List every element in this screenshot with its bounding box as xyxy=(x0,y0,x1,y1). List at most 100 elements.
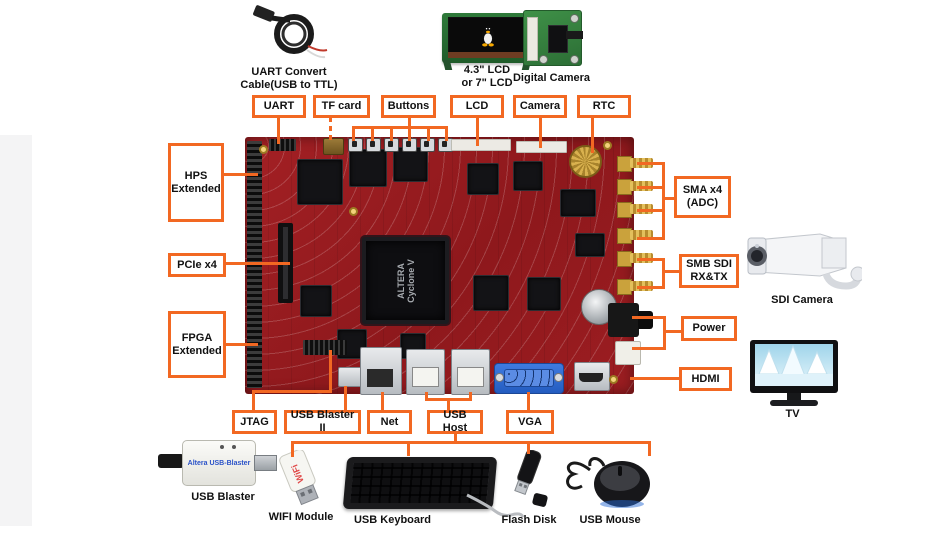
ic-chip xyxy=(297,159,343,205)
tv-caption: TV xyxy=(785,408,800,420)
ic-chip xyxy=(393,147,428,182)
ic-chip xyxy=(467,163,499,195)
side-panel xyxy=(0,135,32,526)
tv-screen xyxy=(755,344,833,386)
camera-sensor-chip xyxy=(548,25,568,53)
line-button-drop xyxy=(445,126,448,141)
rtc-battery xyxy=(569,145,602,178)
ic-chip xyxy=(560,189,596,217)
mounting-hole xyxy=(609,375,618,384)
tv-stand-neck xyxy=(787,393,801,400)
blaster-usb-plug xyxy=(254,455,277,471)
uart-cable-image xyxy=(248,4,330,64)
line-power-bracket xyxy=(663,316,666,350)
power-header xyxy=(615,341,641,365)
ic-chip xyxy=(513,161,543,191)
power-jack xyxy=(608,303,639,337)
line-buttons-rail xyxy=(352,126,448,129)
line-button-drop xyxy=(352,126,355,141)
camera-cable-stub xyxy=(566,31,583,39)
mounting-hole xyxy=(349,207,358,216)
line-rtc xyxy=(591,117,594,153)
line-button-drop xyxy=(408,126,411,141)
line-sma-feed xyxy=(662,197,674,200)
pcb-screw xyxy=(570,55,579,64)
line-periph-drop-flash xyxy=(527,441,530,454)
line-button-drop xyxy=(371,126,374,141)
fpga-chip: ALTERA Cyclone V xyxy=(362,237,449,324)
digital-camera-image xyxy=(523,10,583,66)
usb-port-slot xyxy=(412,367,439,387)
line-sma-bracket xyxy=(662,162,665,240)
hdmi-port-slot xyxy=(579,373,603,382)
line-power-stub xyxy=(632,316,666,319)
line-sma-stub xyxy=(637,186,665,189)
line-hps xyxy=(222,173,258,176)
callout-net: Net xyxy=(367,410,412,434)
line-sma-stub xyxy=(637,162,665,165)
ic-chip xyxy=(349,149,387,187)
power-jack-barrel xyxy=(638,311,653,329)
vga-screw xyxy=(495,373,504,382)
callout-hps-extended: HPS Extended xyxy=(168,143,224,222)
line-power-stub xyxy=(632,347,666,350)
line-hdmi xyxy=(630,377,679,380)
callout-vga: VGA xyxy=(506,410,554,434)
lcd-module-caption: 4.3" LCD or 7" LCD xyxy=(461,64,513,89)
line-fpga xyxy=(224,343,258,346)
blaster-cable xyxy=(158,454,184,468)
callout-camera: Camera xyxy=(513,95,567,118)
uart-cable-caption: UART Convert Cable(USB to TTL) xyxy=(240,66,338,91)
blaster-device-text: Altera USB-Blaster xyxy=(187,459,251,467)
callout-power: Power xyxy=(681,316,737,341)
line-periph-drop-mouse xyxy=(648,441,651,456)
line-jtag-down xyxy=(252,390,255,410)
callout-hdmi: HDMI xyxy=(679,367,732,391)
line-smb-feed xyxy=(662,270,679,273)
vga-port-inner xyxy=(504,369,554,387)
fpga-chip-text: ALTERA Cyclone V xyxy=(395,258,416,303)
push-button xyxy=(420,138,435,152)
pcb-screw xyxy=(539,55,548,64)
wifi-module-caption: WIFI Module xyxy=(268,511,334,523)
uart-header xyxy=(269,139,296,151)
line-usbhost-drop xyxy=(425,392,428,401)
usb-blaster-caption: USB Blaster xyxy=(191,491,255,503)
line-periph-drop-keyboard xyxy=(407,441,410,456)
ic-chip xyxy=(300,285,332,317)
blaster-body: Altera USB-Blaster xyxy=(182,440,256,486)
line-tf-card-dashed xyxy=(329,117,332,143)
callout-pcie-x4: PCIe x4 xyxy=(168,253,226,277)
line-sma-stub xyxy=(637,237,665,240)
ethernet-port-slot xyxy=(367,369,393,387)
line-button-drop xyxy=(427,126,430,141)
ic-chip xyxy=(527,277,561,311)
push-button xyxy=(384,138,399,152)
callout-tf-card: TF card xyxy=(313,95,370,118)
line-power-feed xyxy=(663,330,681,333)
callout-fpga-extended: FPGA Extended xyxy=(168,311,226,378)
jtag-header xyxy=(303,340,347,355)
line-lcd xyxy=(476,117,479,146)
ic-chip xyxy=(473,275,509,311)
callout-usb-blaster-ii: USB Blaster II xyxy=(284,409,361,434)
line-vga xyxy=(527,392,530,410)
line-smb-stub xyxy=(637,286,665,289)
line-usbhost-feed xyxy=(447,398,450,410)
usb-mouse-image xyxy=(560,452,660,510)
sdi-camera-caption: SDI Camera xyxy=(771,294,833,306)
line-usbhost-drop xyxy=(469,392,472,401)
digital-camera-caption: Digital Camera xyxy=(512,72,591,84)
tf-card-slot xyxy=(323,138,344,155)
sdi-camera-image xyxy=(742,230,866,294)
lcd-screen xyxy=(448,17,528,53)
callout-jtag: JTAG xyxy=(232,410,277,434)
fpga-dev-board: ALTERA Cyclone V xyxy=(245,137,653,395)
flash-disk-image xyxy=(503,449,553,510)
line-jtag-across xyxy=(252,390,332,393)
lcd-connector xyxy=(451,139,511,151)
line-sma-stub xyxy=(637,209,665,212)
mounting-hole xyxy=(259,145,268,154)
usb-keyboard-caption: USB Keyboard xyxy=(353,514,432,526)
